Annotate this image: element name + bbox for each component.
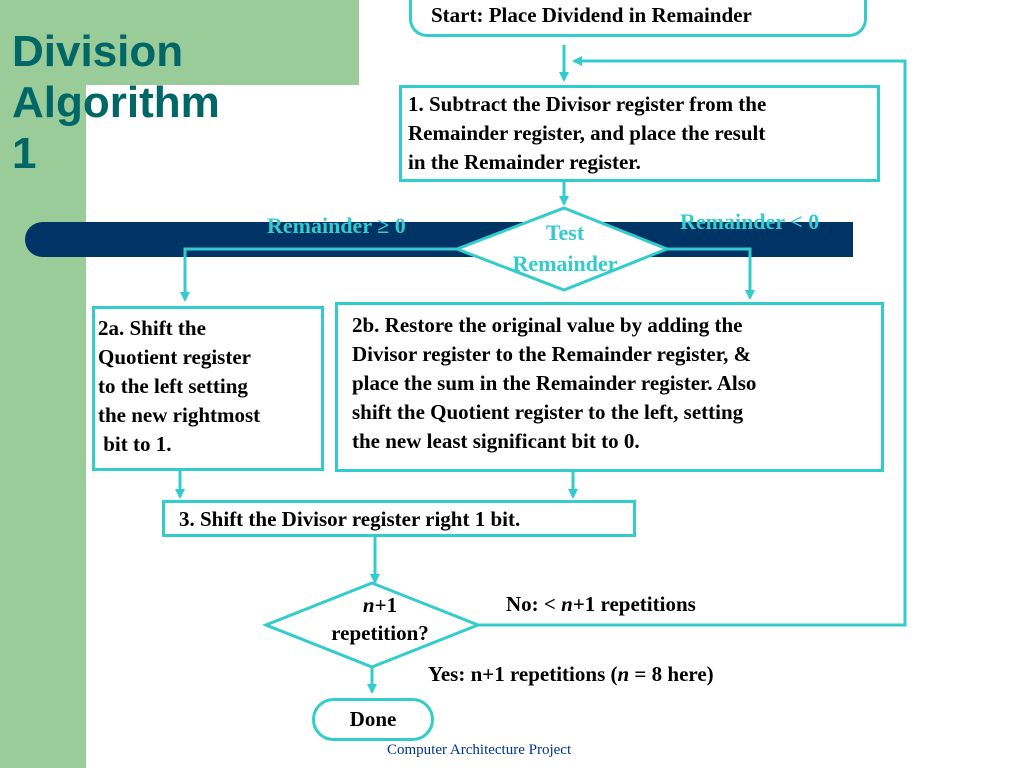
branch-label-lt: Remainder < 0 [680, 209, 820, 234]
step1-line-1: 1. Subtract the Divisor register from th… [408, 92, 767, 116]
step1-box: 1. Subtract the Divisor register from th… [399, 85, 880, 182]
arrow-to-step2a [180, 247, 457, 302]
step2b-line-5: the new least significant bit to 0. [352, 429, 640, 453]
step3-box: 3. Shift the Divisor register right 1 bi… [162, 500, 636, 537]
start-text: Start: Place Dividend in Remainder [431, 3, 752, 27]
yes-n-variable: n [617, 662, 630, 686]
no-n-variable: n [561, 592, 573, 616]
step1-line-2: Remainder register, and place the result [408, 121, 766, 145]
decorative-bar [25, 222, 853, 257]
test-label-line-1: Test [545, 220, 585, 245]
done-text: Done [349, 707, 397, 731]
step2a-line-1: 2a. Shift the [98, 316, 206, 340]
yes-suffix: = 8 here) [629, 662, 714, 686]
step2b-line-3: place the sum in the Remainder register.… [352, 371, 757, 395]
start-node: Start: Place Dividend in Remainder [409, 0, 867, 37]
no-suffix: +1 repetitions [572, 592, 696, 616]
slide-title: Division Algorithm 1 [12, 26, 220, 179]
step2b-line-4: shift the Quotient register to the left,… [352, 400, 744, 424]
side-panel [0, 0, 86, 768]
repetition-line-1: n+1 [300, 591, 460, 619]
title-panel [0, 0, 359, 85]
step2a-line-5: bit to 1. [98, 432, 172, 456]
test-remainder-label: Test Remainder [480, 217, 650, 279]
done-node: Done [312, 698, 434, 741]
no-branch-label: No: < n+1 repetitions [506, 592, 696, 617]
yes-prefix: Yes: n+1 repetitions ( [428, 662, 618, 686]
step2b-line-1: 2b. Restore the original value by adding… [352, 313, 743, 337]
title-line-1: Division [12, 27, 184, 76]
arrow-to-step2b [667, 247, 755, 300]
footer-text: Computer Architecture Project [387, 742, 572, 758]
step2a-box: 2a. Shift the Quotient register to the l… [92, 306, 324, 471]
step2a-line-4: the new rightmost [98, 403, 261, 427]
test-label-line-2: Remainder [512, 251, 618, 276]
no-prefix: No: < [506, 592, 562, 616]
n-variable: n [362, 593, 375, 617]
loop-back-arrow [474, 56, 907, 627]
branch-label-ge: Remainder ≥ 0 [267, 213, 406, 238]
repetition-diamond [261, 581, 483, 669]
step2b-line-2: Divisor register to the Remainder regist… [352, 342, 752, 366]
title-line-3: 1 [12, 129, 37, 178]
step3-text: 3. Shift the Divisor register right 1 bi… [179, 507, 521, 531]
step1-line-3: in the Remainder register. [408, 150, 641, 174]
yes-branch-label: Yes: n+1 repetitions (n = 8 here) [428, 662, 714, 687]
test-remainder-diamond [452, 206, 672, 292]
step2a-line-2: Quotient register [98, 345, 251, 369]
title-line-2: Algorithm [12, 78, 220, 127]
step2a-line-3: to the left setting [98, 374, 248, 398]
step2b-box: 2b. Restore the original value by adding… [335, 302, 884, 472]
plus-one: +1 [374, 593, 398, 617]
repetition-line-2: repetition? [331, 621, 429, 645]
repetition-label: n+1 repetition? [300, 591, 460, 647]
